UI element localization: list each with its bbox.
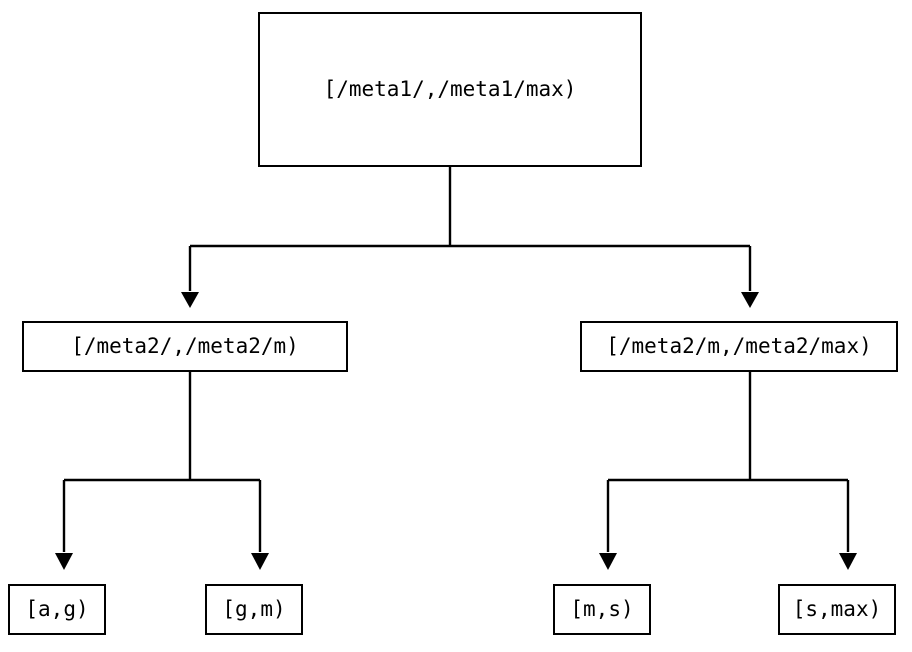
node-meta2-high-label: [/meta2/m,/meta2/max) <box>606 334 872 358</box>
node-leaf-gm: [g,m) <box>205 584 303 635</box>
edge-meta2-high-to-leaf-ms <box>599 480 617 570</box>
edge-meta2-high-to-leaf-smax <box>839 480 857 570</box>
node-root: [/meta1/,/meta1/max) <box>258 12 642 167</box>
arrowhead-meta2-low <box>181 292 199 308</box>
node-meta2-low: [/meta2/,/meta2/m) <box>22 321 348 372</box>
node-leaf-ms-label: [m,s) <box>570 597 634 621</box>
node-leaf-ag-label: [a,g) <box>25 597 89 621</box>
node-leaf-smax-label: [s,max) <box>792 597 882 621</box>
node-leaf-ag: [a,g) <box>8 584 106 635</box>
arrowhead-leaf-gm <box>251 553 269 570</box>
edge-root-bus <box>190 167 750 248</box>
arrowhead-leaf-smax <box>839 553 857 570</box>
edge-meta2-high-bus <box>608 372 848 482</box>
arrowhead-leaf-ag <box>55 553 73 570</box>
edge-root-to-meta2-low <box>181 246 199 308</box>
node-leaf-gm-label: [g,m) <box>222 597 286 621</box>
node-meta2-low-label: [/meta2/,/meta2/m) <box>71 334 299 358</box>
arrowhead-meta2-high <box>741 292 759 308</box>
edge-root-to-meta2-high <box>741 246 759 308</box>
arrowhead-leaf-ms <box>599 553 617 570</box>
edge-meta2-low-to-leaf-gm <box>251 480 269 570</box>
node-root-label: [/meta1/,/meta1/max) <box>323 77 577 101</box>
edge-meta2-low-to-leaf-ag <box>55 480 73 570</box>
node-leaf-smax: [s,max) <box>778 584 896 635</box>
node-leaf-ms: [m,s) <box>553 584 651 635</box>
node-meta2-high: [/meta2/m,/meta2/max) <box>580 321 898 372</box>
edge-meta2-low-bus <box>64 372 260 482</box>
